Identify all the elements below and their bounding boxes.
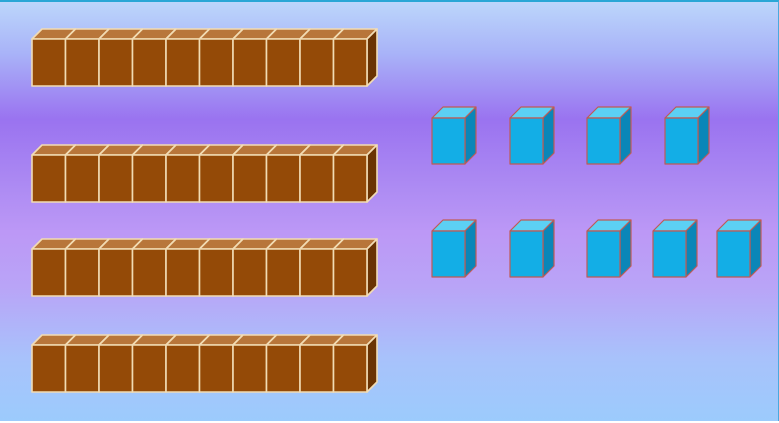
rod-unit-cube <box>334 239 378 296</box>
ones-cube <box>510 107 554 164</box>
ones-cube <box>432 107 476 164</box>
ones-cube <box>587 107 631 164</box>
tens-rod <box>32 29 377 86</box>
ones-cubes-group <box>432 107 761 277</box>
ones-cube <box>653 220 697 277</box>
ones-cube <box>587 220 631 277</box>
tens-rod <box>32 335 377 392</box>
rod-unit-cube <box>334 335 378 392</box>
tens-rods-group <box>32 29 377 392</box>
tens-rod <box>32 145 377 202</box>
ones-cube <box>432 220 476 277</box>
ones-cube <box>665 107 709 164</box>
tens-rod <box>32 239 377 296</box>
ones-cube <box>717 220 761 277</box>
ones-cube <box>510 220 554 277</box>
rod-unit-cube <box>334 29 378 86</box>
rod-unit-cube <box>334 145 378 202</box>
